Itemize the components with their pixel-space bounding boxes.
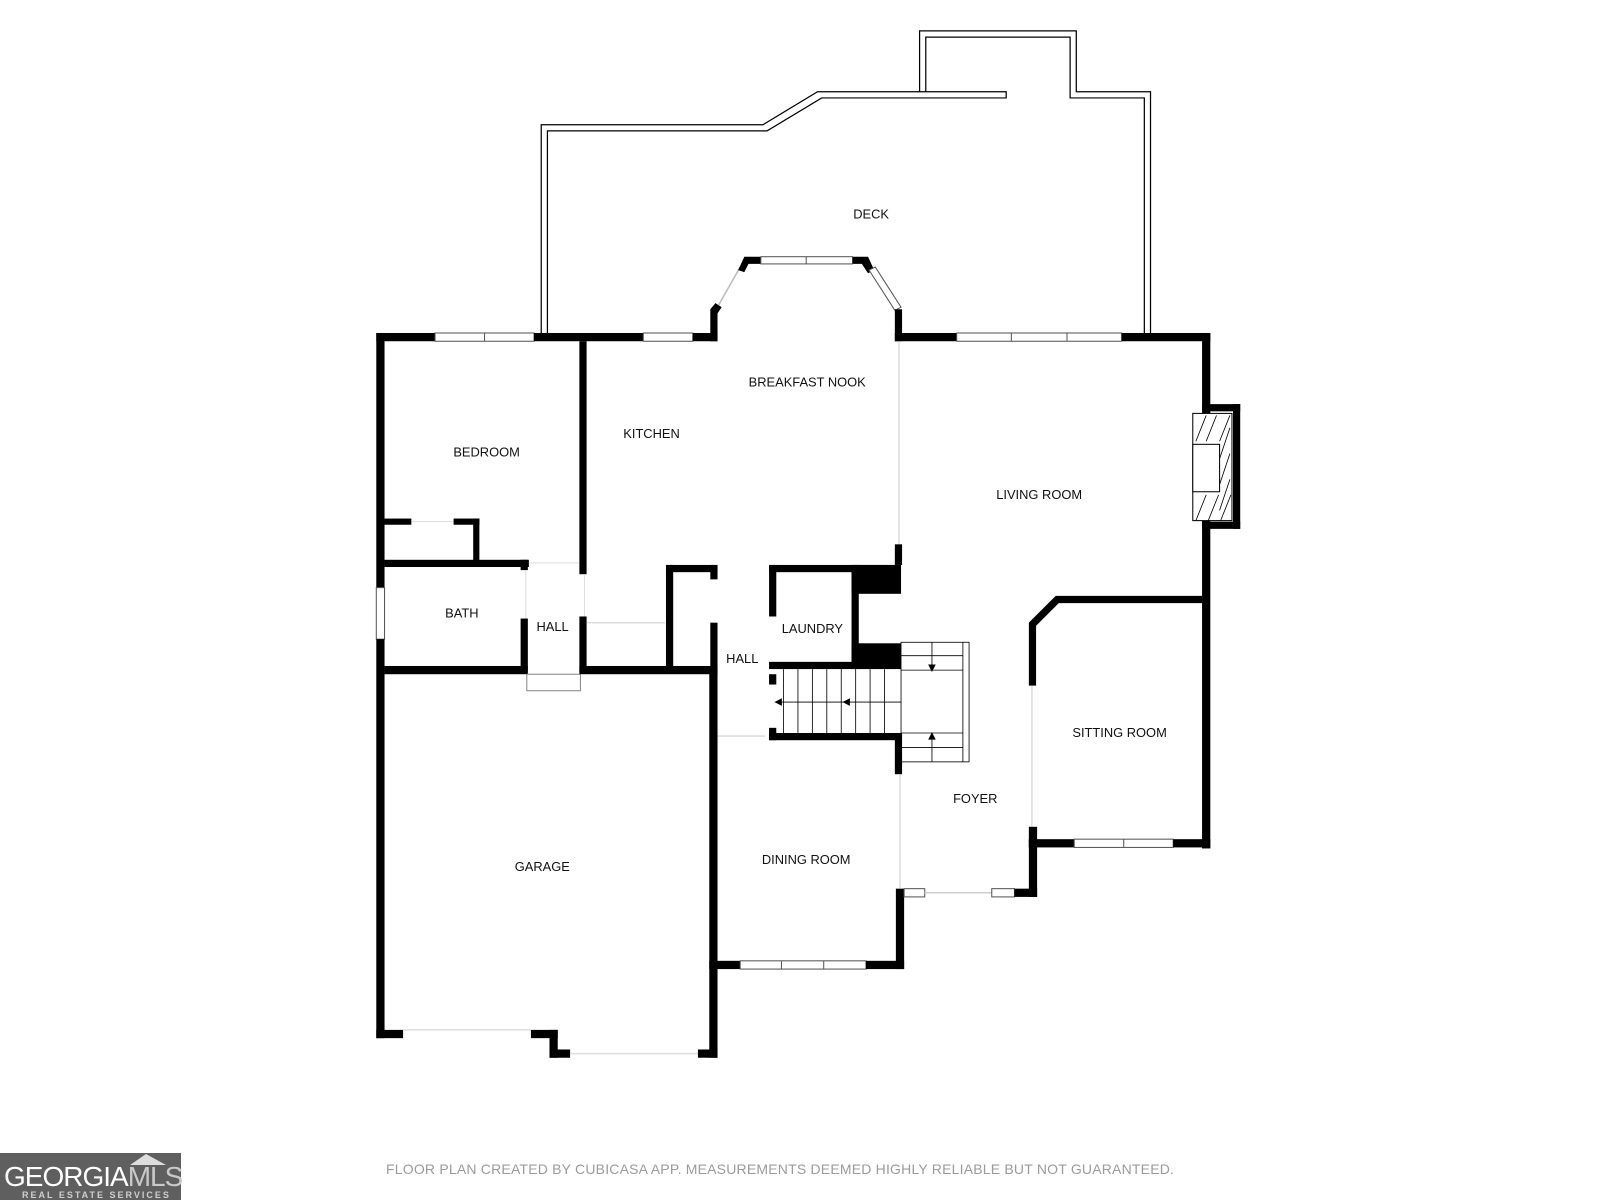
roof-icon — [130, 1154, 166, 1165]
deck-outline — [540, 30, 1152, 335]
room-label-hall-1: HALL — [536, 619, 568, 634]
room-label-kitchen: KITCHEN — [623, 426, 680, 441]
room-label-laundry: LAUNDRY — [782, 621, 844, 636]
room-label-sitting-room: SITTING ROOM — [1072, 725, 1166, 740]
staircase — [774, 641, 970, 763]
room-label-deck: DECK — [853, 207, 889, 222]
room-label-breakfast-nook: BREAKFAST NOOK — [749, 375, 867, 390]
exterior-walls — [375, 256, 1241, 1058]
room-label-bath: BATH — [445, 606, 478, 621]
room-label-living-room: LIVING ROOM — [996, 487, 1082, 502]
logo-tagline: REAL ESTATE SERVICES — [22, 1190, 171, 1200]
room-label-hall-2: HALL — [726, 651, 758, 666]
logo-brand-main: GEORGIA — [4, 1161, 129, 1192]
georgia-mls-logo: GEORGIAMLS REAL ESTATE SERVICES — [0, 1153, 184, 1200]
logo-brand: GEORGIAMLS — [4, 1161, 184, 1192]
fireplace — [1192, 412, 1233, 522]
logo-brand-accent: MLS — [127, 1161, 184, 1192]
room-label-foyer: FOYER — [953, 791, 997, 806]
room-label-dining-room: DINING ROOM — [762, 852, 851, 867]
footer-disclaimer: FLOOR PLAN CREATED BY CUBICASA APP. MEAS… — [386, 1161, 1175, 1177]
room-label-bedroom: BEDROOM — [453, 445, 520, 460]
room-label-garage: GARAGE — [515, 859, 571, 874]
interior-walls — [384, 341, 1203, 889]
